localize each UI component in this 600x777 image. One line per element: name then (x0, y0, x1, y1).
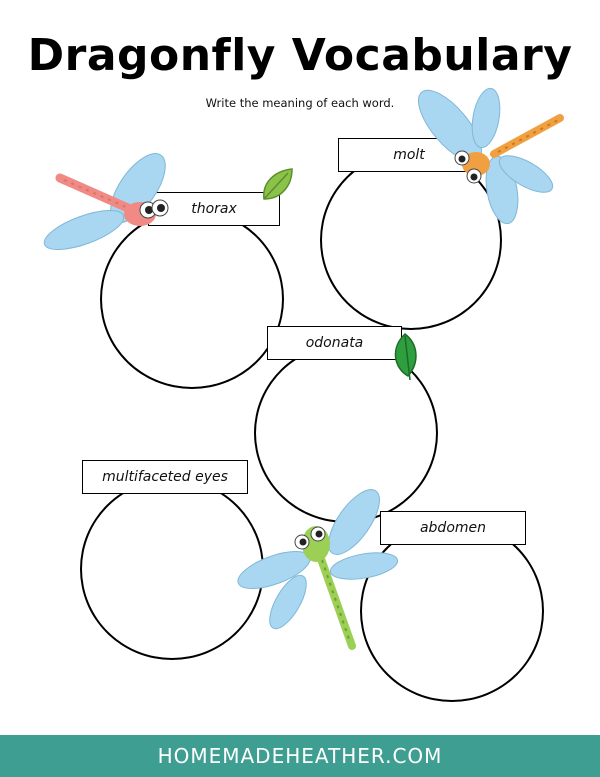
orange-dragonfly-illustration (418, 87, 564, 225)
word-label-odonata: odonata (267, 326, 402, 360)
pink-dragonfly-illustration (43, 153, 169, 250)
answer-circle-abdomen[interactable] (360, 520, 544, 702)
instructions: Write the meaning of each word. (205, 96, 395, 110)
word-label-multifaceted-eyes: multifaceted eyes (82, 460, 248, 494)
leaf-icon (394, 333, 417, 381)
answer-circle-thorax[interactable] (100, 209, 284, 389)
word-label-abdomen: abdomen (380, 511, 526, 545)
footer-site-link[interactable]: HOMEMADEHEATHER.COM (157, 744, 443, 768)
green-dragonfly-illustration (237, 489, 399, 650)
leaf-icon (263, 168, 293, 200)
answer-circle-multifaceted-eyes[interactable] (80, 478, 264, 660)
page-title: Dragonfly Vocabulary (27, 30, 573, 81)
footer-bar: HOMEMADEHEATHER.COM (0, 735, 600, 777)
